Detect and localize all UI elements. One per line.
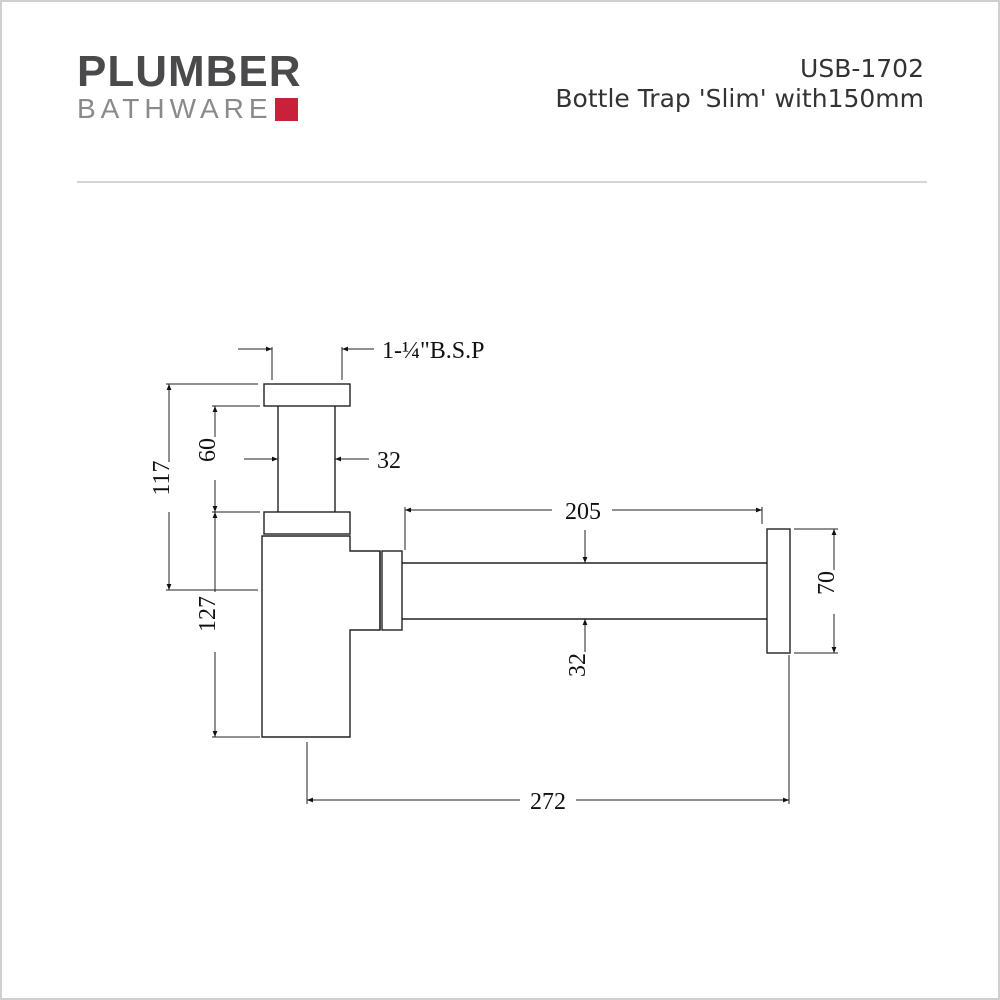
dim-32-riser: 32 — [377, 448, 401, 474]
brand-logo: PLUMBER BATHWARE — [77, 47, 302, 124]
dim-117: 117 — [149, 460, 175, 495]
logo-plumber: PLUMBER — [77, 47, 302, 96]
dim-70: 70 — [814, 571, 840, 595]
dimension-labels: 1-¼"B.S.P 117 60 127 32 205 32 70 272 — [149, 338, 840, 815]
lower-cap — [263, 511, 351, 535]
dimension-lines — [166, 346, 838, 804]
dim-32-pipe: 32 — [565, 653, 591, 677]
dim-60: 60 — [195, 438, 221, 462]
top-cap — [263, 383, 351, 407]
dim-127: 127 — [195, 596, 221, 632]
product-code: USB-1702 — [800, 54, 924, 83]
wall-flange — [766, 528, 791, 654]
dim-272: 272 — [530, 789, 566, 815]
logo-bathware: BATHWARE — [77, 93, 273, 124]
logo-red-square — [274, 97, 298, 121]
thread-size-label: 1-¼"B.S.P — [382, 338, 485, 364]
header-divider — [77, 181, 927, 183]
product-name: Bottle Trap 'Slim' with150mm — [555, 84, 924, 113]
bottle-trap-outline — [261, 383, 791, 738]
title-block: USB-1702 Bottle Trap 'Slim' with150mm — [555, 54, 924, 114]
connector-nut — [381, 550, 403, 631]
dim-205: 205 — [565, 499, 601, 525]
trap-body — [261, 535, 381, 738]
